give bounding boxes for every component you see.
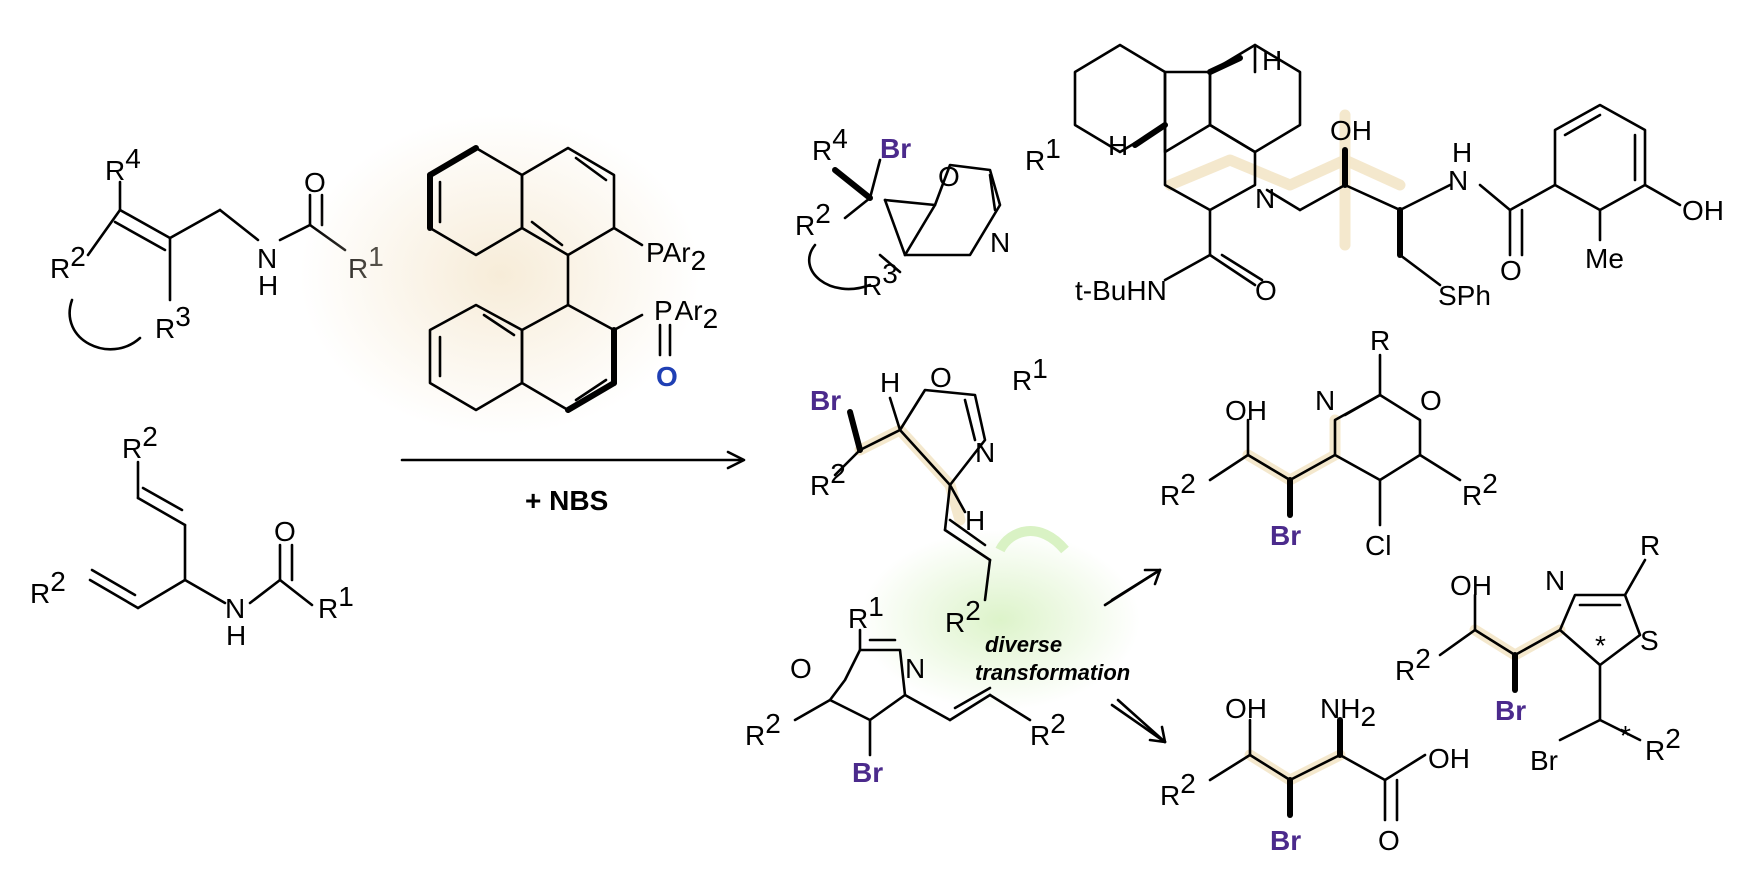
n-label-p1: N [990, 227, 1010, 258]
h-label-p2b: H [965, 505, 985, 536]
cl-label-p4: Cl [1365, 530, 1391, 561]
oh-label-t1: OH [1330, 115, 1372, 146]
h-label-2: H [226, 620, 246, 651]
product-oxazoline-quaternary: R4 Br O N R1 R2 R3 [795, 123, 1061, 301]
r2-left-label: R2 [30, 566, 66, 609]
r2-label-p1: R2 [795, 198, 831, 241]
h-label-t1: H [1262, 45, 1282, 76]
product-chloro-oxazine: R N O OH R2 Br Cl R2 [1160, 325, 1498, 561]
substrate-dienyl-amide: R2 R2 N H O R1 [30, 421, 354, 651]
nh-h-label-t1: H [1452, 137, 1472, 168]
br-label-p1: Br [880, 133, 911, 164]
br-label-p5: Br [1270, 825, 1301, 856]
r2-label-p2: R2 [810, 458, 846, 501]
r1-label-p1: R1 [1025, 133, 1061, 176]
o-label-t2: O [1255, 275, 1277, 306]
product-thiazoline: R N S * * OH R2 Br Br R2 [1395, 530, 1681, 776]
phosphine-oxide-o: O [656, 361, 678, 392]
r4-label: R4 [105, 143, 141, 186]
r4-label-p1: R4 [812, 123, 848, 166]
h-label-p2: H [880, 367, 900, 398]
nh2-label-p5: NH2 [1320, 693, 1376, 732]
o-label-p2: O [930, 362, 952, 393]
n-label-2: N [225, 593, 245, 624]
h-label: H [258, 270, 278, 301]
s-label-p6: S [1640, 625, 1659, 656]
r-label-p6: R [1640, 530, 1660, 561]
o-label-t1: O [1500, 255, 1522, 286]
br-label-p2: Br [810, 385, 841, 416]
r2-label-p2b: R2 [945, 595, 981, 638]
oh-label-p6: OH [1450, 570, 1492, 601]
oh-label-p5: OH [1225, 693, 1267, 724]
r2-label-p4: R2 [1160, 468, 1196, 511]
br-label-p4: Br [1270, 520, 1301, 551]
target-molecule: H H N OH N H O OH Me SPh t-BuHN O [1073, 43, 1724, 311]
r1-label-p3: R1 [848, 591, 884, 634]
n-label-t1: N [1255, 183, 1275, 214]
n-label: N [257, 243, 277, 274]
tbuhn-label-t1: t-BuHN [1075, 275, 1167, 306]
o-label-p3: O [790, 653, 812, 684]
r2-label-p4b: R2 [1462, 468, 1498, 511]
br-label-p6: Br [1495, 695, 1526, 726]
r-label-p4: R [1370, 325, 1390, 356]
star-label-p6b: * [1620, 720, 1631, 751]
oh-label-t2: OH [1682, 195, 1724, 226]
note-line2: transformation [975, 660, 1130, 685]
phosphine-label: PAr2 [646, 237, 706, 276]
o-label-p5: O [1378, 825, 1400, 856]
product-oxazoline-vinyl: Br H O N R1 R2 H R2 [810, 353, 1140, 710]
r3-label: R3 [155, 301, 191, 344]
r1-label-2: R1 [318, 581, 354, 624]
br-label-p3: Br [852, 757, 883, 788]
n-label-p4: N [1315, 385, 1335, 416]
n-label-p2: N [975, 437, 995, 468]
me-label-t1: Me [1585, 243, 1624, 274]
oh-label-p4: OH [1225, 395, 1267, 426]
nbs-reagent-label: + NBS [525, 485, 608, 516]
sph-label-t1: SPh [1438, 280, 1491, 311]
r1-label-p2: R1 [1012, 353, 1048, 396]
n-label-p6: N [1545, 565, 1565, 596]
r2-label-p6: R2 [1395, 643, 1431, 686]
o-label-p1: O [938, 161, 960, 192]
oh-label-p5b: OH [1428, 743, 1470, 774]
r2-top-label: R2 [122, 421, 158, 464]
o-label-p4: O [1420, 385, 1442, 416]
product-amino-acid: OH NH2 R2 Br O OH [1160, 693, 1470, 856]
reaction-arrow: + NBS [400, 450, 746, 516]
r2-label-p3: R2 [745, 708, 781, 751]
r3-label-p1: R3 [862, 258, 898, 301]
note-line1: diverse [985, 632, 1062, 657]
h-label-t2: H [1108, 130, 1128, 161]
r2-label: R2 [50, 241, 86, 284]
o-label: O [304, 167, 326, 198]
r2-label-p6b: R2 [1645, 723, 1681, 766]
o-label-2: O [274, 516, 296, 547]
r2-label-p3b: R2 [1030, 708, 1066, 751]
diverse-transformation-note: diverse transformation [975, 568, 1167, 744]
r2-label-p5: R2 [1160, 768, 1196, 811]
br-label-p6b: Br [1530, 745, 1558, 776]
nh-n-label-t1: N [1448, 165, 1468, 196]
star-label-p6a: * [1595, 630, 1606, 661]
product-oxazine: R1 O N R2 Br R2 [745, 591, 1066, 788]
n-label-p3: N [905, 653, 925, 684]
